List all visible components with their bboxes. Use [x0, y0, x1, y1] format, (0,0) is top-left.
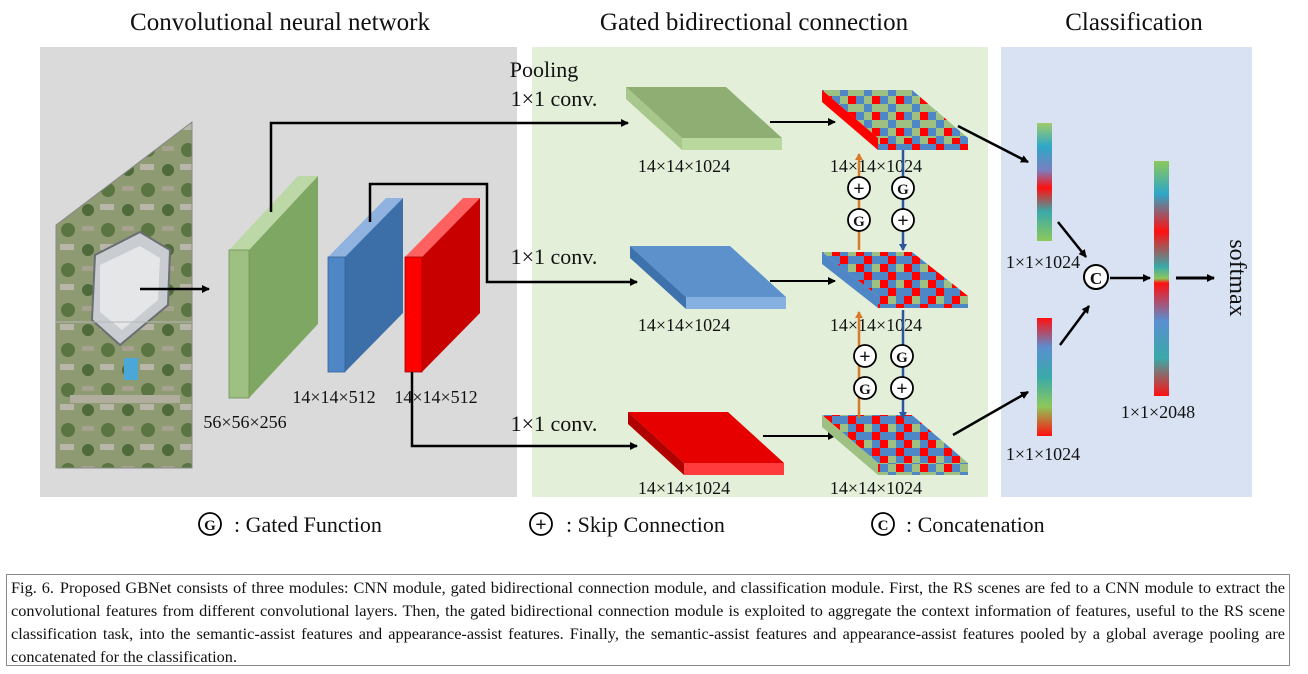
gated-map-bottom-dims: 14×14×1024	[830, 478, 922, 498]
caption-label: Fig. 6.	[11, 578, 54, 597]
gated-map-mid	[822, 252, 968, 308]
svg-text:C: C	[1090, 269, 1102, 288]
concat-vector-dims: 1×1×2048	[1121, 402, 1195, 422]
layer1-to-top-connector	[269, 119, 629, 212]
cls-title: Classification	[1065, 9, 1203, 36]
conv-label-bottom: 1×1 conv.	[511, 411, 598, 436]
vector-top-dims: 1×1×1024	[1006, 252, 1080, 272]
gate-symbol-upper-right: G	[891, 176, 915, 200]
cnn-layer2-dims: 14×14×512	[292, 387, 375, 407]
slab-top-green	[626, 87, 782, 150]
legend-skip-label: : Skip Connection	[566, 512, 725, 537]
plus-symbol-lower-left: +	[853, 344, 877, 368]
legend-concat-label: : Concatenation	[906, 512, 1045, 537]
cnn-layer3-block	[404, 198, 480, 373]
slab-mid-blue	[630, 246, 786, 309]
gbnet-diagram: Convolutional neural network Gated bidir…	[40, 9, 1252, 537]
gate-symbol-lower-right: G	[890, 344, 914, 368]
slab-top-dims: 14×14×1024	[638, 156, 730, 176]
svg-text:G: G	[859, 382, 871, 398]
legend-concat: C : Concatenation	[871, 512, 1045, 537]
legend-gated-label: : Gated Function	[234, 512, 382, 537]
svg-text:C: C	[878, 518, 889, 534]
vector-top	[1037, 123, 1052, 241]
cnn-layer1-block	[228, 176, 318, 399]
conv-label-mid: 1×1 conv.	[511, 244, 598, 269]
gated-map-top	[822, 90, 968, 150]
svg-text:G: G	[853, 214, 865, 230]
arrow-top-to-vector	[957, 124, 1029, 164]
plus-symbol-lower-right: +	[890, 376, 914, 400]
legend-gated: G : Gated Function	[198, 512, 382, 537]
legend-skip: + : Skip Connection	[529, 512, 725, 537]
slab-mid-dims: 14×14×1024	[638, 315, 730, 335]
concat-symbol: C	[1083, 264, 1109, 290]
cnn-title: Convolutional neural network	[130, 9, 430, 36]
conv-label-top: 1×1 conv.	[511, 86, 598, 111]
svg-text:G: G	[896, 350, 908, 366]
cnn-layer2-block	[327, 198, 403, 373]
vector-bottom-dims: 1×1×1024	[1006, 444, 1080, 464]
input-aerial-image	[55, 120, 193, 469]
concat-vector	[1154, 161, 1169, 396]
slab-bottom-dims: 14×14×1024	[638, 478, 730, 498]
pooling-label: Pooling	[510, 57, 578, 82]
svg-text:G: G	[897, 182, 909, 198]
plus-symbol-upper-right: +	[891, 208, 915, 232]
gated-map-top-dims: 14×14×1024	[830, 156, 922, 176]
layer3-to-bottom-connector	[410, 372, 638, 450]
cnn-layer3-dims: 14×14×512	[394, 387, 477, 407]
vector-bottom	[1037, 318, 1052, 436]
arrow-vector-bottom-to-concat	[1058, 305, 1091, 346]
svg-text:+: +	[535, 514, 546, 536]
arrow-bottom-to-vector	[952, 390, 1029, 437]
layer2-to-mid-connector	[368, 182, 638, 286]
plus-symbol-upper-left: +	[847, 176, 871, 200]
gbc-title: Gated bidirectional connection	[600, 9, 909, 36]
svg-text:+: +	[896, 378, 907, 400]
gated-map-mid-dims: 14×14×1024	[830, 315, 922, 335]
caption-text: Proposed GBNet consists of three modules…	[11, 578, 1285, 666]
svg-text:G: G	[204, 518, 216, 534]
softmax-label: softmax	[1224, 239, 1250, 316]
svg-text:+: +	[897, 210, 908, 232]
gated-map-bottom	[822, 415, 968, 475]
svg-text:+: +	[853, 178, 864, 200]
gate-symbol-lower-left: G	[853, 376, 877, 400]
cnn-layer1-dims: 56×56×256	[203, 412, 286, 432]
slab-bottom-red	[628, 412, 784, 475]
svg-text:+: +	[859, 346, 870, 368]
arrow-vector-top-to-concat	[1057, 221, 1087, 258]
figure-caption: Fig. 6.Proposed GBNet consists of three …	[6, 574, 1290, 666]
gate-symbol-upper-left: G	[847, 208, 871, 232]
